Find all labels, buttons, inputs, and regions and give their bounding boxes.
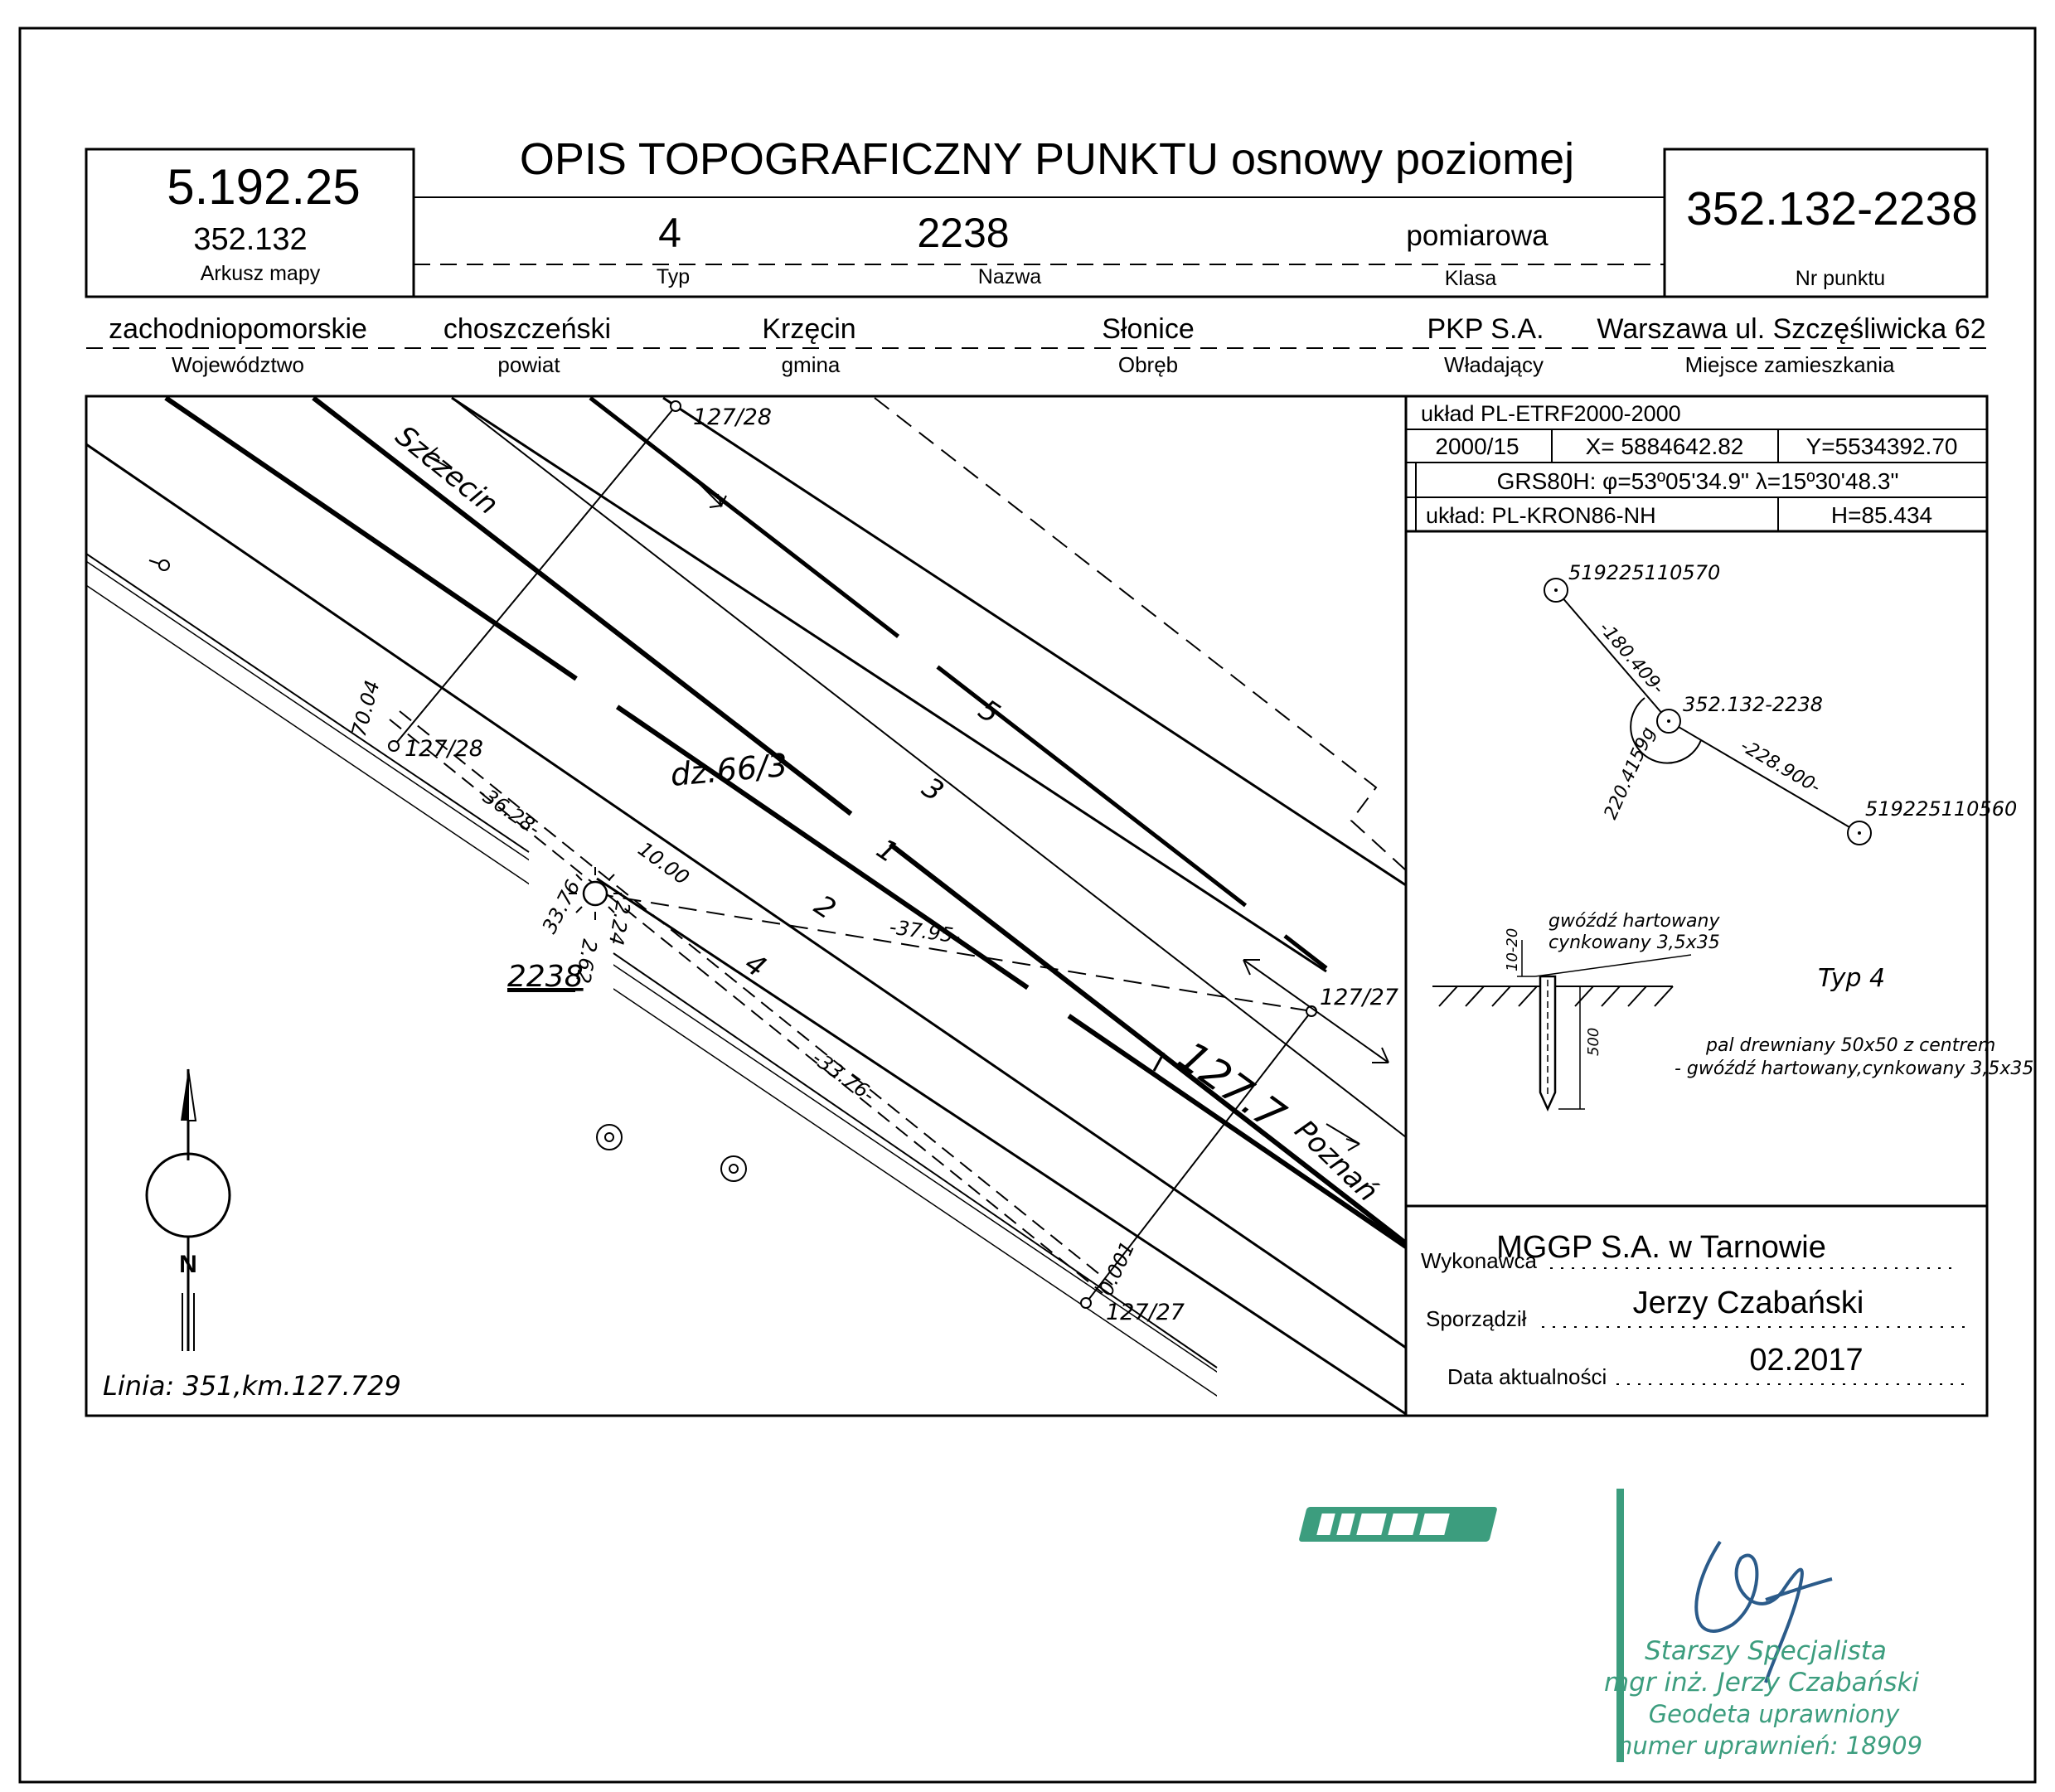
county-value: choszczeński [443,313,611,345]
residence-label: Miejsce zamieszkania [1685,352,1895,377]
coord-x: X= 5884642.82 [1586,433,1744,459]
marker-detail: gwóźdź hartowany cynkowany 3,5x35 10-20 … [1432,911,2033,1112]
commune-label: gmina [782,352,841,377]
track-line-1 [312,396,1406,1246]
nail-label-line1: gwóźdź hartowany [1549,911,1720,932]
point-number-label: Nr punktu [1796,267,1885,290]
dist-70-04: 70.04 [347,678,385,739]
dist-2-62: 2.62 [571,937,602,985]
coord-y: Y=5534392.70 [1806,433,1958,459]
precinct-value: Słonice [1102,313,1195,345]
signature [1694,1540,1833,1683]
chainage-label-top: 127/28 [693,404,772,430]
marker-type: Typ 4 [1818,964,1885,993]
class-value: pomiarowa [1406,220,1549,252]
stamp-line-2: mgr inż. Jerzy Czabański [1604,1668,1919,1698]
height-value: H=85.434 [1831,502,1932,528]
dist-0-001: 0.001 [1094,1237,1139,1299]
height-system: układ: PL-KRON86-NH [1426,503,1656,528]
author-value: Jerzy Czabański [1633,1286,1864,1320]
coordinates-table: układ PL-ETRF2000-2000 2000/15 X= 588464… [1406,401,1987,533]
property-boundary [874,397,1406,871]
north-letter: N [179,1251,197,1278]
track-line-3 [451,397,1406,1138]
name-value: 2238 [917,210,1009,256]
dim-length: 500 [1585,1028,1602,1056]
contractor-value: MGGP S.A. w Tarnowie [1496,1230,1826,1265]
voivodeship-value: zachodniopomorskie [109,313,367,345]
point-name-label: 2238 [507,960,584,994]
type-value: 4 [658,210,681,256]
body-frame [85,395,1989,1417]
sketch-label-point-b: 519225110560 [1865,797,2017,821]
chainage-label-mid: 127/28 [405,736,483,762]
track-line-2 [164,396,1406,1249]
page-title: OPIS TOPOGRAFICZNY PUNKTU osnowy poziome… [520,134,1574,184]
stamp-line-3: Geodeta uprawniony [1649,1700,1900,1728]
map-sheet-main: 5.192.25 [167,159,361,215]
point-number: 352.132-2238 [1686,182,1978,235]
track-number-4: 4 [739,947,772,984]
residence-value: Warszawa ul. Szczęśliwicka 62 [1597,313,1985,345]
marker-desc-line1: pal drewniany 50x50 z centrem [1705,1035,1995,1056]
date-label: Data aktualności [1447,1364,1607,1389]
stamp-logo [1299,1507,1497,1542]
author-label: Sporządził [1426,1306,1527,1331]
commune-value: Krzęcin [762,313,855,345]
track-line-4 [596,877,1406,1416]
coord-system: układ PL-ETRF2000-2000 [1421,401,1681,426]
north-arrow-icon [145,1068,231,1351]
coord-grs: GRS80H: φ=53º05'34.9" λ=15º30'48.3" [1497,468,1899,494]
stamp-line-4: numer uprawnień: 18909 [1617,1731,1922,1760]
stamp-line-1: Starszy Specjalista [1645,1636,1887,1666]
precinct-label: Obręb [1118,352,1178,377]
sketch-dist-a: -180.409- [1594,618,1668,699]
map-sheet-sub: 352.132 [193,222,307,257]
angle-arc [1630,697,1702,764]
reference-sketch: 519225110570 352.132-2238 519225110560 -… [1544,561,2017,845]
county-label: powiat [497,352,560,377]
date-value: 02.2017 [1749,1343,1863,1378]
sketch-label-point-a: 519225110570 [1568,561,1720,584]
dist-2-24: 2.24 [604,899,635,947]
location-map: N 127/28 127/28 127/27 127/27 Szczecin P… [86,396,1406,1416]
class-label: Klasa [1445,267,1497,290]
nail-label-line2: cynkowany 3,5x35 [1549,932,1720,953]
survey-point-2238 [569,867,622,920]
owner-value: PKP S.A. [1427,313,1544,345]
marker-desc-line2: - gwóźdź hartowany,cynkowany 3,5x35 [1675,1058,2033,1079]
km-marker-label: 127.7 [1170,1032,1294,1141]
dim-top: 10-20 [1504,928,1521,971]
footer-section: Wykonawca MGGP S.A. w Tarnowie Sporządzi… [1406,1204,1987,1389]
line-info: Linia: 351,km.127.729 [103,1370,401,1402]
header-section: OPIS TOPOGRAFICZNY PUNKTU osnowy poziome… [85,134,1989,398]
track-number-2: 2 [808,889,841,926]
dist-37-95: -37.95- [888,915,962,948]
sketch-label-center: 352.132-2238 [1683,693,1823,716]
dist-33-76-a: 33.76 [538,876,585,937]
contractor-label: Wykonawca [1421,1248,1537,1273]
wooden-pile [1539,975,1557,1112]
owner-label: Władający [1444,352,1544,377]
voivodeship-label: Województwo [172,352,304,377]
coord-zone: 2000/15 [1435,433,1519,459]
chainage-label-right: 127/27 [1320,985,1398,1010]
type-label: Typ [657,265,690,288]
map-sheet-label: Arkusz mapy [201,262,321,285]
dist-10-00: 10.00 [633,837,693,889]
authorization-stamp: Starszy Specjalista mgr inż. Jerzy Czaba… [1299,1489,1922,1762]
outer-frame [18,27,2037,1784]
admin-section: zachodniopomorskie Województwo choszczeń… [109,313,1986,377]
track-line-5 [589,396,1328,970]
sketch-angle: 220.4159g [1601,724,1660,823]
chainage-line-127-27 [1085,1010,1312,1304]
track-number-3: 3 [916,771,949,808]
chainage-label-bottom: 127/27 [1106,1300,1185,1325]
sketch-dist-b: -228.900- [1737,736,1824,798]
name-label: Nazwa [978,265,1042,288]
chainage-line-127-28 [393,405,676,747]
